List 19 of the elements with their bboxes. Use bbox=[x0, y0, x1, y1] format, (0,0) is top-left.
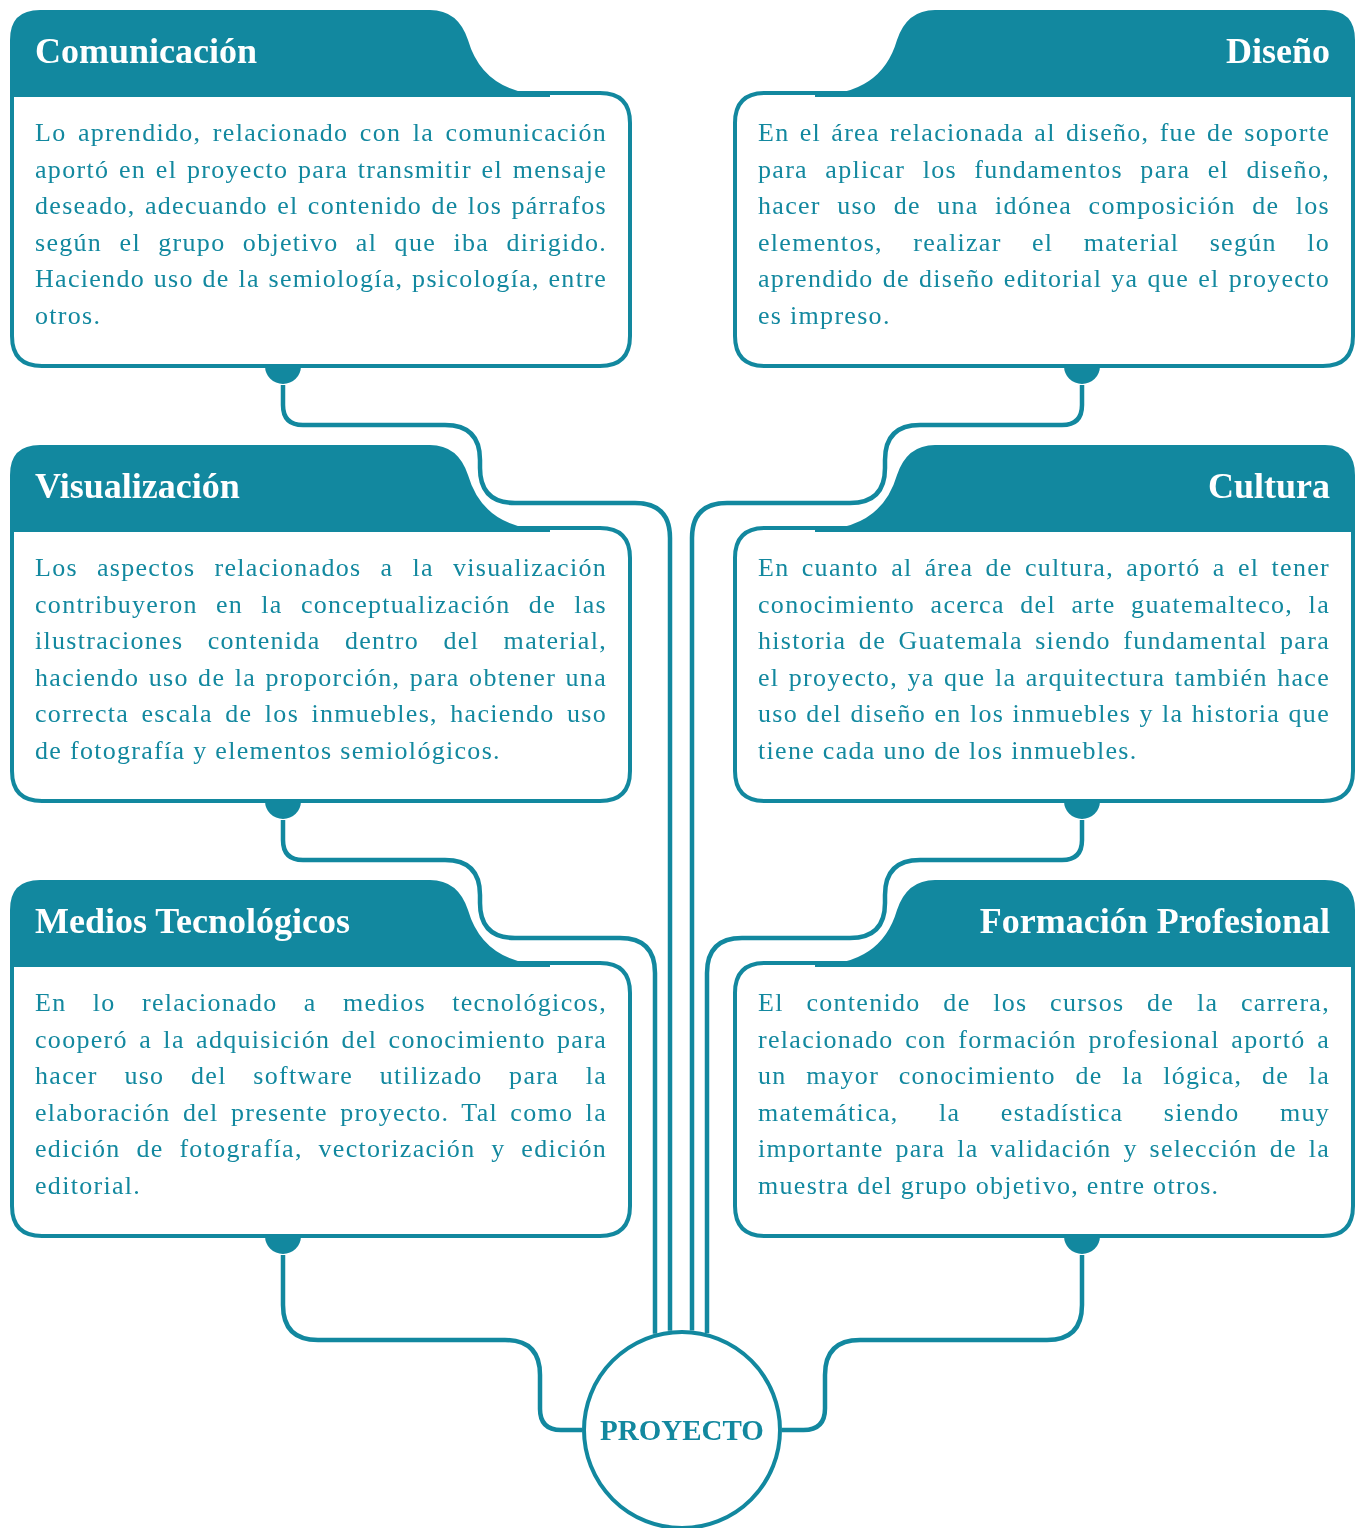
connector-line bbox=[704, 820, 1085, 1334]
card-text: Lo aprendido, relacionado con la comunicación aportó en el proyecto para transmitir el mensaje deseado, adecuando el contenido de los párrafos según el grupo objetivo al que iba dirigido. Haciendo uso de la semiología, psicología, entre otros. bbox=[35, 117, 607, 332]
card-text: En lo relacionado a medios tecnológicos, cooperó a la adquisición del conocimiento para hacer uso del software utilizado para la elaboración del presente proyecto. Tal como la edición de fotografía, vectorización y edición editorial. bbox=[35, 987, 607, 1202]
card-text: En el área relacionada al diseño, fue de soporte para aplicar los fundamentos para el diseño, hacer uso de una idónea composición de los elementos, realizar el material según lo aprendido de diseño editorial ya que el proyecto es impreso. bbox=[758, 117, 1330, 332]
connector-line bbox=[280, 1255, 582, 1433]
project-label: PROYECTO bbox=[600, 1413, 764, 1447]
card-heading: Cultura bbox=[1208, 465, 1330, 508]
card-heading: Formación Profesional bbox=[979, 900, 1330, 943]
card-heading: Comunicación bbox=[35, 30, 257, 73]
connector-line bbox=[689, 385, 1085, 1331]
card-text: El contenido de los cursos de la carrera, relacionado con formación profesional aportó a un mayor conocimiento de la lógica, de la matemática, la estadística siendo muy importante para la validación y selección de la muestra del grupo objetivo, entre otros. bbox=[758, 987, 1330, 1202]
card-heading: Visualización bbox=[35, 465, 240, 508]
connector-line bbox=[280, 385, 673, 1331]
connector-line bbox=[782, 1255, 1085, 1433]
card-heading: Medios Tecnológicos bbox=[35, 900, 351, 943]
card-text: Los aspectos relacionados a la visualización contribuyeron en la conceptualización de las ilustraciones contenida dentro del material, haciendo uso de la proporción, para obtener una correcta escala de los inmuebles, haciendo uso de fotografía y elementos semiológicos. bbox=[35, 552, 607, 767]
connector-line bbox=[280, 820, 658, 1334]
card-heading: Diseño bbox=[1226, 30, 1330, 73]
card-text: En cuanto al área de cultura, aportó a el tener conocimiento acerca del arte guatemalteco, la historia de Guatemala siendo fundamental para el proyecto, ya que la arquitectura también hace uso del diseño en los inmuebles y la historia que tiene cada uno de los inmuebles. bbox=[758, 552, 1330, 767]
